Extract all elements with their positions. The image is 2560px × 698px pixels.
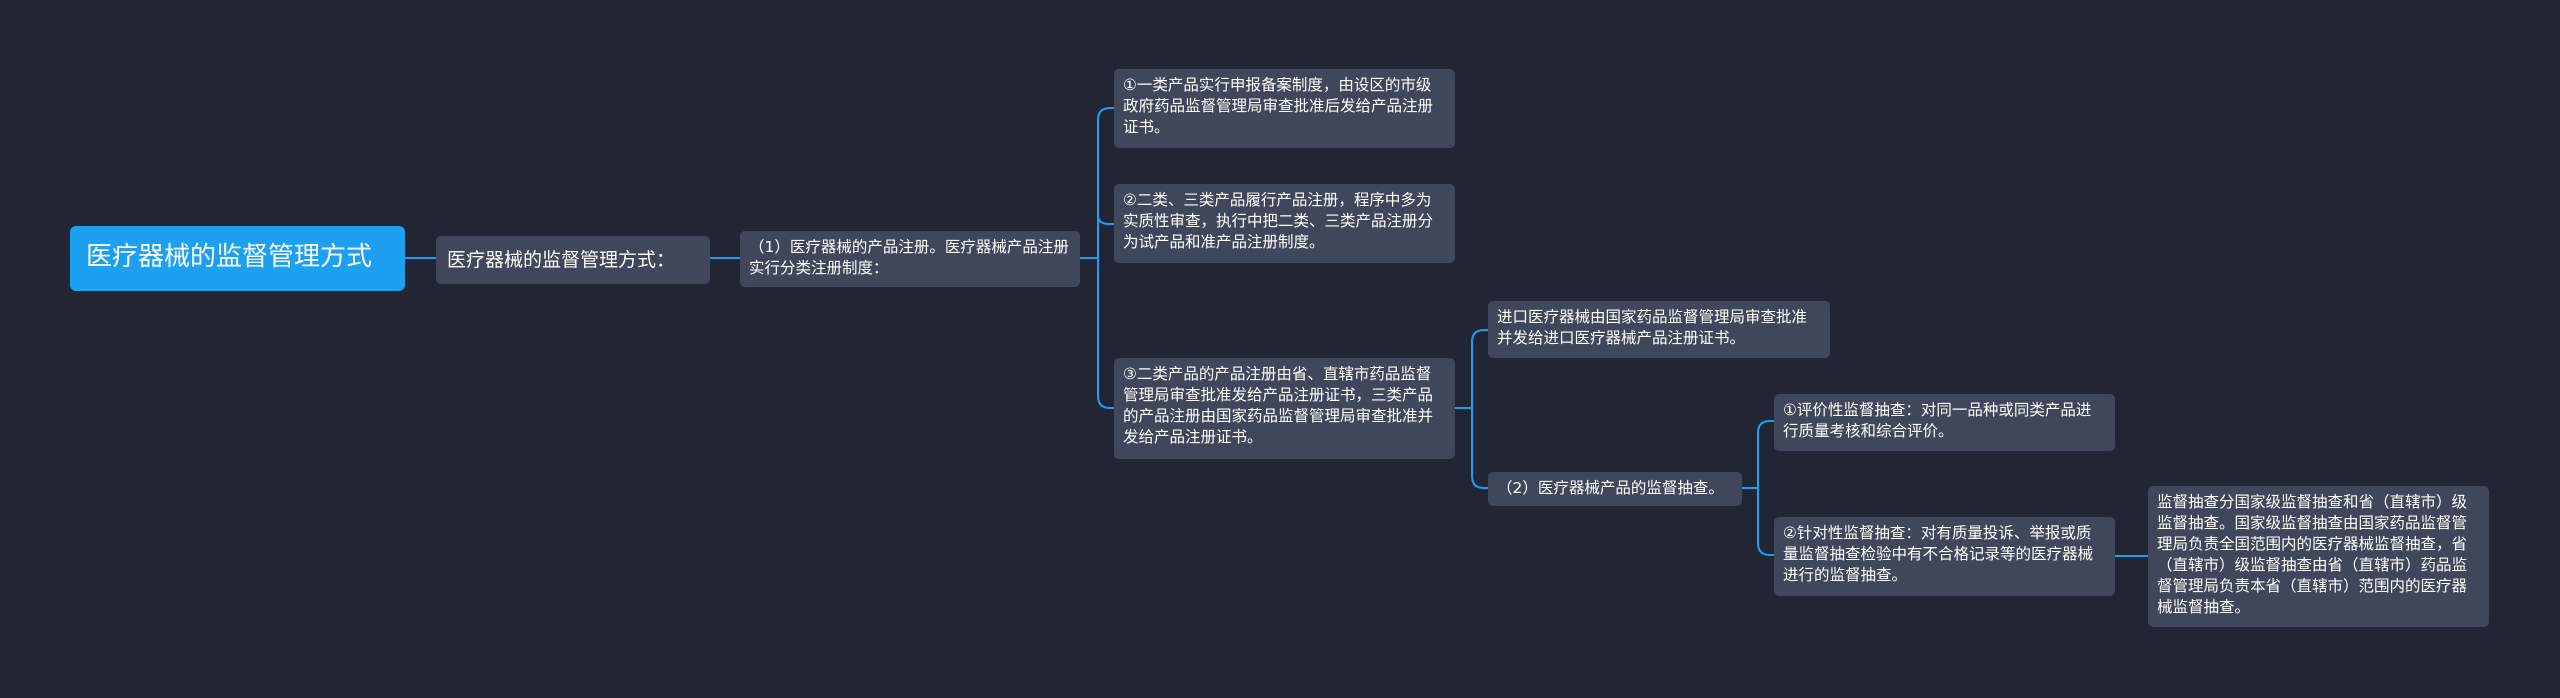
connector-item3-children (1455, 329, 1488, 489)
inspection-item-2[interactable]: ②针对性监督抽查：对有质量投诉、举报或质量监督抽查检验中有不合格记录等的医疗器械… (1774, 517, 2115, 596)
connector-inspection-items (1742, 420, 1774, 556)
inspection-topic[interactable]: （2）医疗器械产品的监督抽查。 (1488, 472, 1742, 506)
registration-item-1[interactable]: ①一类产品实行申报备案制度，由设区的市级政府药品监督管理局审查批准后发给产品注册… (1114, 69, 1455, 148)
import-note[interactable]: 进口医疗器械由国家药品监督管理局审查批准并发给进口医疗器械产品注册证书。 (1488, 301, 1830, 358)
level1-topic[interactable]: 医疗器械的监督管理方式： (436, 236, 710, 284)
inspection-item-1[interactable]: ①评价性监督抽查：对同一品种或同类产品进行质量考核和综合评价。 (1774, 394, 2115, 451)
registration-topic[interactable]: （1）医疗器械的产品注册。医疗器械产品注册实行分类注册制度： (740, 231, 1080, 287)
connector-registration-items (1080, 107, 1114, 409)
registration-item-2[interactable]: ②二类、三类产品履行产品注册，程序中多为实质性审查，执行中把二类、三类产品注册分… (1114, 184, 1455, 263)
registration-item-3[interactable]: ③二类产品的产品注册由省、直辖市药品监督管理局审查批准发给产品注册证书，三类产品… (1114, 358, 1455, 459)
root-topic[interactable]: 医疗器械的监督管理方式 (70, 226, 405, 291)
inspection-detail[interactable]: 监督抽查分国家级监督抽查和省（直辖市）级监督抽查。国家级监督抽查由国家药品监督管… (2148, 486, 2489, 627)
